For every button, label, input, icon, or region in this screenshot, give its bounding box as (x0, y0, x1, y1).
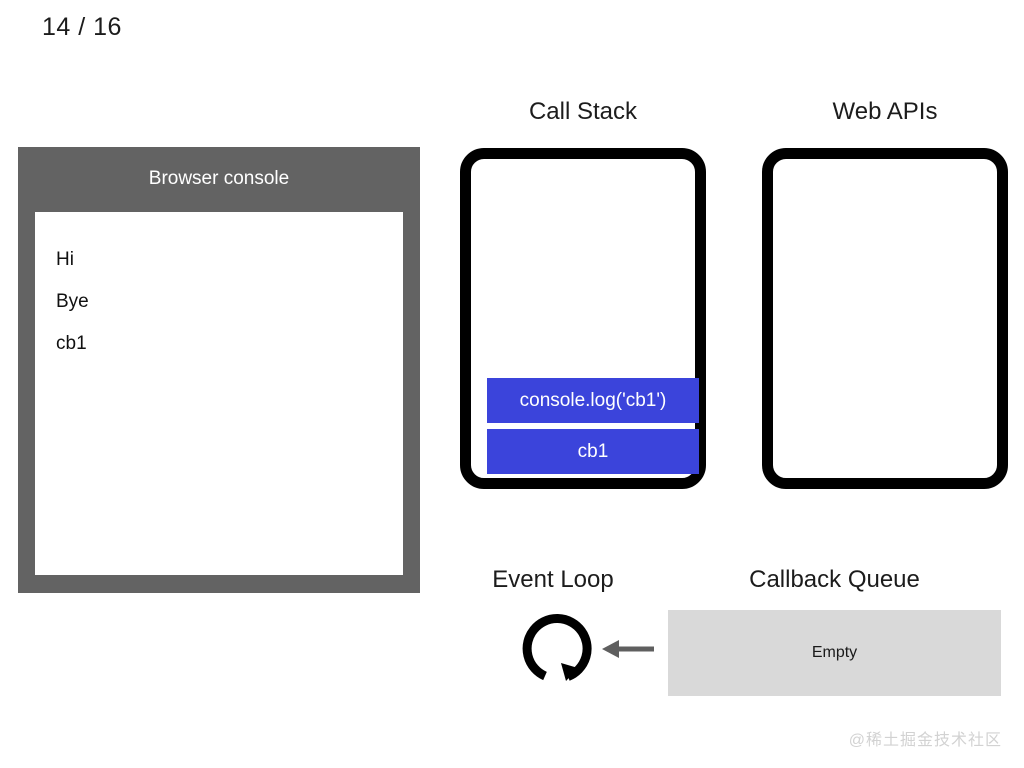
circular-arrow-icon (522, 614, 592, 681)
browser-console-panel: Browser console Hi Bye cb1 (18, 147, 420, 593)
call-stack-frame: cb1 (487, 429, 699, 474)
console-log-line: cb1 (56, 333, 87, 354)
call-stack-title: Call Stack (528, 98, 638, 125)
console-log-list: Hi Bye cb1 (56, 239, 397, 365)
browser-console-output: Hi Bye cb1 (35, 212, 403, 575)
callback-queue-title: Callback Queue (749, 566, 920, 593)
web-apis-title: Web APIs (832, 98, 938, 125)
callback-queue-status: Empty (811, 644, 858, 661)
page-counter: 14 / 16 (42, 13, 122, 41)
event-loop-title: Event Loop (492, 566, 614, 593)
call-stack-box: console.log('cb1') cb1 (460, 148, 706, 489)
call-stack-frame: console.log('cb1') (487, 378, 699, 423)
console-log-line: Hi (56, 249, 74, 270)
call-stack-frame-list: console.log('cb1') cb1 (487, 378, 699, 474)
browser-console-title: Browser console (148, 168, 290, 189)
watermark: @稀土掘金技术社区 (848, 732, 1002, 749)
callback-queue-box: Empty (668, 610, 1001, 696)
arrow-left-icon (602, 640, 654, 658)
console-log-line: Bye (56, 291, 89, 312)
web-apis-box (762, 148, 1008, 489)
